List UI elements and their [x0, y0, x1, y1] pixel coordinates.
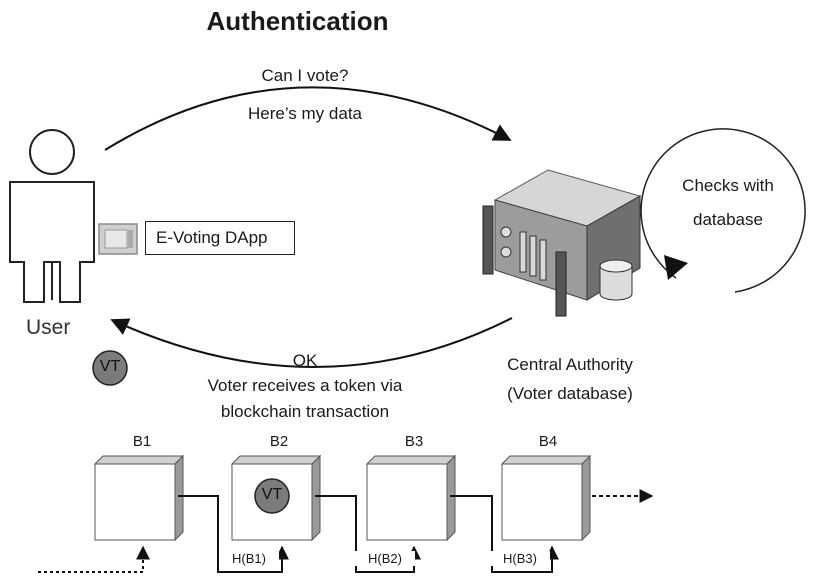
server-icon	[482, 169, 642, 317]
ok-label: OK	[292, 351, 318, 370]
block-label-b1: B1	[132, 433, 152, 450]
page-title: Authentication	[206, 6, 389, 36]
check-cycle-arrowhead	[664, 255, 688, 280]
checks-label-1: Checks with	[682, 176, 774, 195]
block-label-b4: B4	[538, 433, 558, 450]
incoming-chain-arrow	[38, 545, 150, 573]
block-b2	[230, 454, 322, 542]
user-label: User	[26, 316, 71, 339]
token-badge-user-text: VT	[99, 358, 121, 375]
request-label-2: Here’s my data	[247, 104, 362, 123]
authority-label-1: Central Authority	[507, 355, 633, 374]
checks-label-2: database	[693, 210, 763, 229]
check-cycle-arrow	[640, 128, 806, 293]
request-arrow	[104, 86, 512, 151]
block-label-b3: B3	[404, 433, 424, 450]
token-badge-user	[92, 350, 128, 386]
block-b1	[93, 454, 185, 542]
token-label-1: Voter receives a token via	[207, 376, 403, 395]
token-label-2: blockchain transaction	[220, 402, 390, 421]
hash-link-3	[450, 495, 559, 573]
app-window-icon	[98, 223, 138, 255]
database-icon	[599, 259, 633, 301]
user-icon	[9, 129, 95, 303]
hash-label-2: H(B2)	[355, 551, 415, 566]
response-arrow	[110, 317, 513, 368]
block-b3	[365, 454, 457, 542]
token-badge-block-text: VT	[261, 486, 283, 503]
app-label-box: E-Voting DApp	[145, 221, 295, 255]
block-label-b2: B2	[269, 433, 289, 450]
hash-label-3: H(B3)	[490, 551, 550, 566]
hash-label-1: H(B1)	[219, 551, 279, 566]
hash-link-1	[178, 495, 289, 573]
block-b4	[500, 454, 592, 542]
request-label-1: Can I vote?	[261, 66, 349, 85]
authority-label-2: (Voter database)	[507, 384, 633, 403]
